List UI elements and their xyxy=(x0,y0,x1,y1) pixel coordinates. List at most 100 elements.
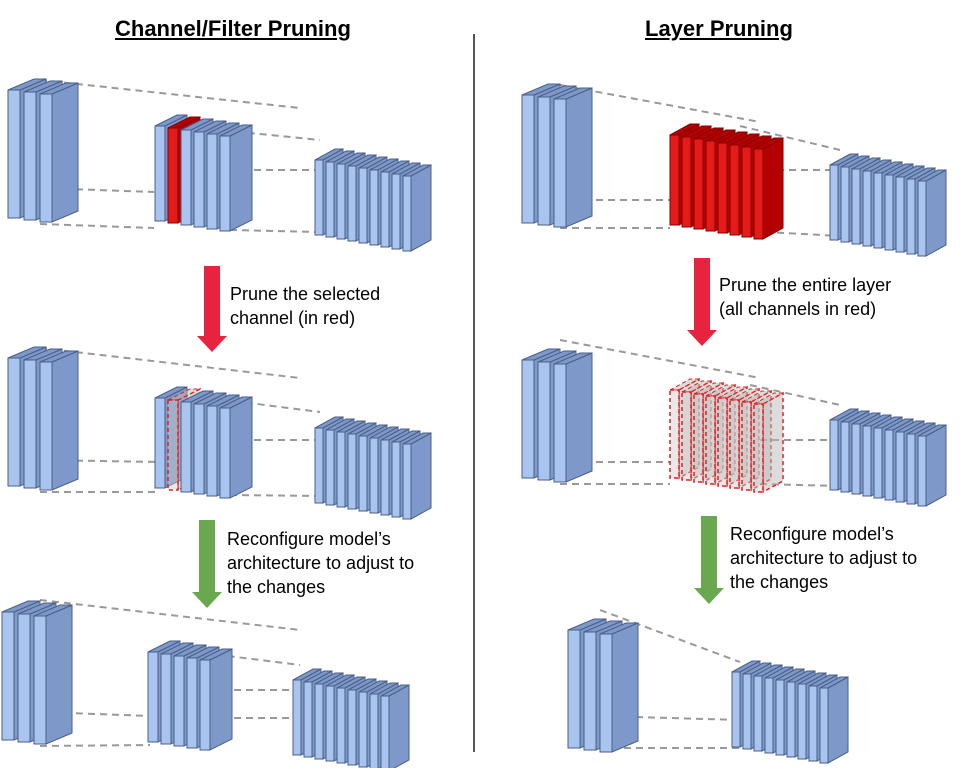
channel-front xyxy=(33,615,47,745)
channel-front xyxy=(537,361,551,481)
connector-line xyxy=(39,459,161,463)
pruned-channel-front xyxy=(729,144,740,236)
input-layer xyxy=(7,78,79,223)
channel-front xyxy=(808,685,818,762)
pruned-channel-side xyxy=(762,137,784,240)
channel-side xyxy=(827,676,849,764)
caption-line: the changes xyxy=(227,577,326,597)
channel-front xyxy=(303,681,313,758)
connector-line xyxy=(229,494,321,497)
channel-front xyxy=(7,89,21,219)
channel-front xyxy=(753,675,763,752)
channel-front xyxy=(873,427,883,499)
input-layer xyxy=(7,346,79,491)
left-reconfigure-caption: Reconfigure model’s architecture to adju… xyxy=(227,527,414,599)
channel-front xyxy=(917,435,927,507)
output-layer xyxy=(731,660,849,764)
removed-channel-top xyxy=(729,388,760,401)
panel-divider xyxy=(473,34,475,752)
channel-front xyxy=(402,443,412,520)
caption-line: (all channels in red) xyxy=(719,299,877,319)
channel-front xyxy=(1,611,15,741)
channel-front xyxy=(819,687,829,764)
channel-front xyxy=(219,135,231,232)
channel-front xyxy=(521,359,535,479)
channel-front xyxy=(147,651,159,743)
pruned-channel-front xyxy=(693,138,704,230)
connector-line xyxy=(179,649,301,666)
channel-front xyxy=(553,363,567,483)
connector-line xyxy=(559,84,761,123)
channel-front xyxy=(23,91,37,221)
channel-side xyxy=(925,169,947,257)
channel-front xyxy=(325,161,335,238)
pruned-channel-front xyxy=(167,127,179,224)
pruned-channel-front xyxy=(705,140,716,232)
channel-front xyxy=(347,165,357,242)
channel-front xyxy=(336,163,346,240)
channel-front xyxy=(369,169,379,246)
right-prune-caption: Prune the entire layer (all channels in … xyxy=(719,273,891,321)
channel-front xyxy=(599,633,613,753)
channel-side xyxy=(45,604,73,745)
channel-front xyxy=(917,180,927,257)
channel-front xyxy=(154,397,166,489)
channel-front xyxy=(336,431,346,508)
reconfigure-arrow xyxy=(192,520,222,608)
channel-side xyxy=(611,622,639,753)
pruned-channel-front xyxy=(669,134,680,226)
channel-front xyxy=(325,429,335,506)
channel-front xyxy=(742,673,752,750)
input-layer xyxy=(1,600,73,745)
removed-channel-front xyxy=(705,395,716,485)
removed-channel-top xyxy=(669,378,700,391)
removed-channel-front xyxy=(167,399,179,491)
channel-side xyxy=(410,432,432,520)
channel-side xyxy=(229,396,253,499)
channel-front xyxy=(380,695,390,768)
channel-side xyxy=(51,350,79,491)
caption-line: architecture to adjust to xyxy=(730,548,918,568)
channel-front xyxy=(180,401,192,493)
output-layer xyxy=(314,148,432,252)
channel-front xyxy=(851,423,861,495)
channel-front xyxy=(797,683,807,760)
pruned-layer xyxy=(154,386,253,499)
channel-front xyxy=(583,631,597,751)
channel-front xyxy=(829,419,839,491)
channel-front xyxy=(325,685,335,762)
channel-front xyxy=(314,427,324,504)
channel-front xyxy=(193,131,205,228)
removed-channel-top xyxy=(167,388,201,401)
connector-line xyxy=(39,347,301,379)
removed-channel-top xyxy=(705,384,736,397)
connector-line xyxy=(764,231,841,237)
channel-front xyxy=(731,671,741,748)
channel-front xyxy=(764,677,774,754)
channel-front xyxy=(775,679,785,756)
prune-arrow xyxy=(197,266,227,352)
channel-front xyxy=(358,167,368,244)
output-layer xyxy=(292,668,410,768)
channel-side xyxy=(229,124,253,232)
channel-front xyxy=(180,129,192,226)
removed-layer xyxy=(669,377,784,494)
connector-line xyxy=(559,339,761,379)
channel-front xyxy=(206,405,218,497)
channel-front xyxy=(173,655,185,747)
channel-front xyxy=(895,431,905,503)
removed-channel-front xyxy=(729,399,740,489)
channel-front xyxy=(369,693,379,768)
channel-front xyxy=(884,429,894,501)
channel-front xyxy=(193,403,205,495)
channel-front xyxy=(219,407,231,499)
channel-front xyxy=(380,439,390,516)
channel-front xyxy=(7,357,21,487)
channel-front xyxy=(906,433,916,505)
caption-line: Reconfigure model’s xyxy=(730,524,894,544)
channel-front xyxy=(347,433,357,510)
channel-front xyxy=(358,435,368,512)
channel-front xyxy=(873,172,883,249)
